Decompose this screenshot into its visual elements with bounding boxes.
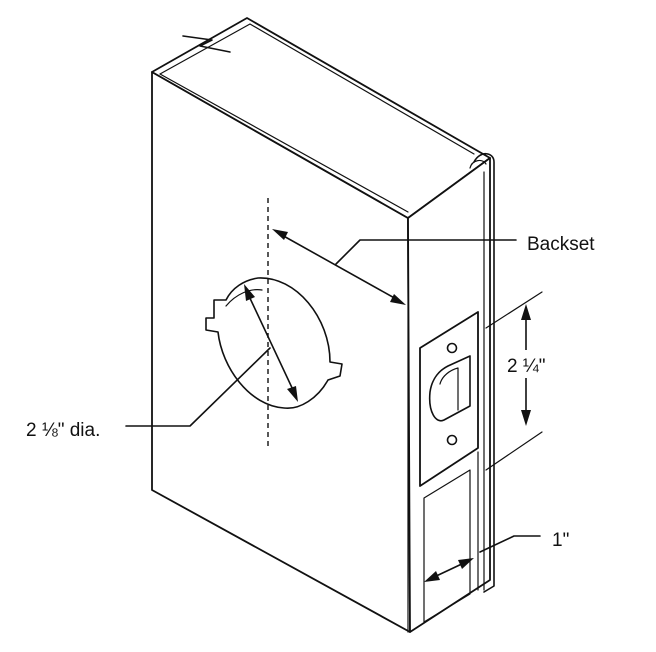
break-symbol — [182, 35, 231, 53]
backset-arrowhead-left — [272, 229, 288, 240]
height-arrowhead-bottom — [521, 410, 531, 426]
diameter-arrow-line — [247, 293, 295, 393]
height-ext-bottom — [485, 431, 543, 471]
height-ext-top — [485, 291, 543, 329]
strike-opening-inner — [439, 367, 459, 411]
bore-hole — [205, 277, 343, 409]
diameter-label: 2 ⅛" dia. — [26, 420, 100, 441]
width-leader — [479, 535, 541, 553]
backset-label: Backset — [527, 234, 595, 255]
edge-flange — [473, 152, 495, 593]
edge-flange-curl — [469, 159, 487, 169]
top-lip-line — [159, 23, 475, 155]
width-arrowhead-left — [424, 571, 440, 582]
height-arrowhead-top — [521, 304, 531, 320]
backset-arrowhead-right — [390, 294, 406, 305]
height-label: 2 ¼" — [507, 356, 545, 377]
strike-plate — [419, 311, 479, 487]
bore-hole-inner — [225, 289, 263, 307]
upper-screw-hole — [446, 342, 458, 354]
width-label: 1" — [552, 530, 569, 551]
height-label-bg — [504, 350, 556, 378]
diameter-leader — [125, 347, 271, 427]
lower-slot — [423, 469, 471, 623]
top-lip-line-2 — [159, 73, 409, 213]
lower-screw-hole — [446, 434, 458, 446]
strike-opening — [428, 355, 471, 422]
diameter-arrowhead-top — [244, 284, 255, 301]
backset-leader — [335, 239, 517, 265]
diameter-arrowhead-bottom — [287, 386, 298, 402]
width-arrowhead-right — [458, 558, 474, 569]
backset-arrow-line — [279, 233, 399, 301]
